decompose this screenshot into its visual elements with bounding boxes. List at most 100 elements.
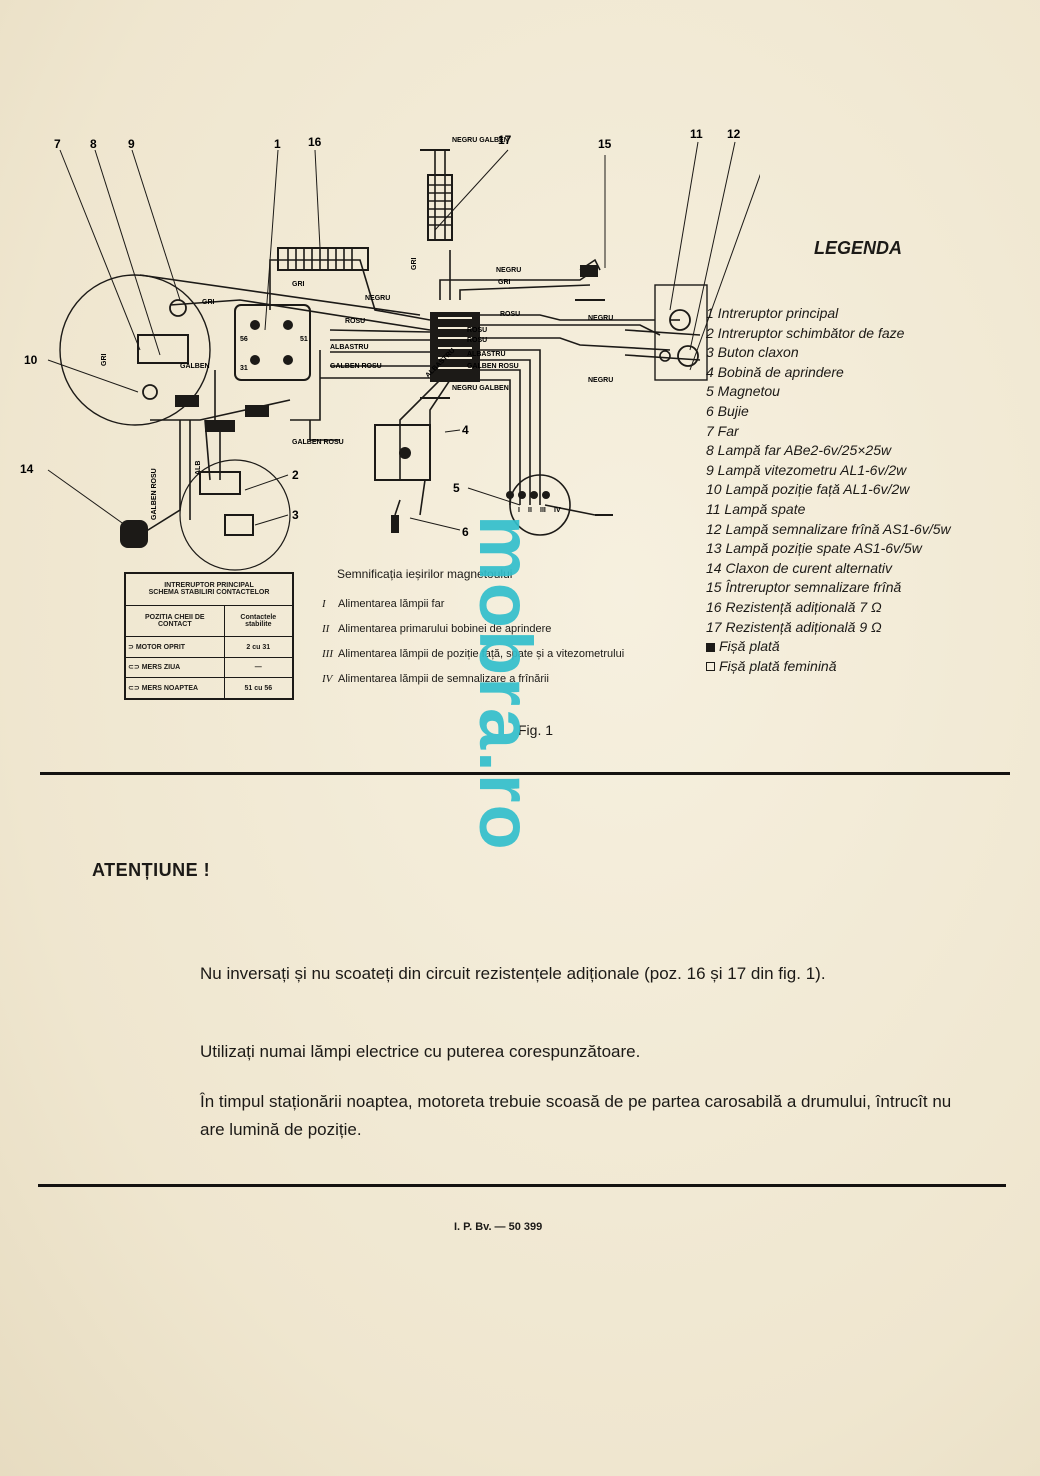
diagram-number: 1: [274, 137, 281, 151]
legend-item: 12 Lampă semnalizare frînă AS1-6v/5w: [706, 520, 951, 537]
diagram-number: 2: [292, 468, 299, 482]
magnetou-list: I Alimentarea lămpii far II Alimentarea pr…: [322, 592, 624, 692]
legend-item: 9 Lampă vitezometru AL1-6v/2w: [706, 461, 907, 478]
diagram-number: 8: [90, 137, 97, 151]
watermark-logo: mobra.ro: [464, 515, 547, 852]
wire-label: GALBEN ROSU: [330, 363, 382, 370]
warning-paragraph-1: Nu inversați și nu scoateți din circuit …: [200, 964, 826, 983]
wire-label: GRI: [101, 354, 108, 367]
legend-list: 1 Intreruptor principal 2 Intreruptor sc…: [706, 304, 1036, 676]
legend-title: LEGENDA: [814, 238, 903, 258]
empty-square-icon: [706, 662, 715, 672]
magnetou-text: Alimentarea lămpii de semnalizare a frîn…: [338, 673, 549, 685]
legend-item: 15 Întreruptor semnalizare frînă: [706, 579, 902, 596]
legend-item: 8 Lampă far ABe2-6v/25×25w: [706, 442, 892, 459]
wire-label: GALBEN ROSU: [467, 363, 519, 370]
diagram-number-labels: 7 8 9 1 16 17 15 11 12 13 10 14 2 3 4 5 …: [20, 127, 741, 539]
legend-item: 17 Rezistență adițională 9 Ω: [706, 618, 882, 635]
contact-table-col: POZITIA CHEII DE CONTACT: [124, 604, 225, 638]
wire-label: GRI: [292, 281, 305, 288]
magnetou-roman: IV: [322, 673, 333, 685]
legend-item-label: Fișă plată feminină: [719, 657, 837, 674]
legend-item: 13 Lampă poziție spate AS1-6v/5w: [706, 540, 922, 557]
filled-square-icon: [706, 642, 715, 652]
diagram-number: 9: [128, 137, 135, 151]
contact-table-title-line: SCHEMA STABILIRI CONTACTELOR: [148, 589, 270, 597]
diagram-components: [120, 149, 699, 548]
magnetou-roman: I: [322, 598, 326, 610]
wire-label: NEGRU GALBEN: [452, 385, 509, 392]
magnetou-item: I Alimentarea lămpii far: [322, 592, 624, 617]
legend-item: 1 Intreruptor principal: [706, 305, 839, 321]
magnetou-item: IV Alimentarea lămpii de semnalizare a fr…: [322, 667, 624, 692]
diagram-number: 16: [308, 135, 322, 149]
wire-label: 56: [240, 336, 248, 343]
magnetou-text: Alimentarea lămpii far: [338, 598, 445, 610]
key-icon: ⊂⊃: [128, 685, 142, 693]
magnetou-text: Alimentarea lămpii de poziție față, spat…: [338, 648, 625, 660]
wiring-diagram: 7 8 9 1 16 17 15 11 12 13 10 14 2 3 4 5 …: [20, 127, 760, 571]
legend-item: 5 Magnetou: [706, 383, 780, 400]
legend-item: 10 Lampă poziție față AL1-6v/2w: [706, 481, 910, 498]
legend-item: 2 Intreruptor schimbător de faze: [706, 324, 905, 341]
figure-label: Fig. 1: [518, 722, 554, 738]
wire-label: ALBASTRU: [330, 344, 369, 351]
contact-table-title-line: INTRERUPTOR PRINCIPAL: [164, 582, 254, 590]
legend-item: 14 Claxon de curent alternativ: [706, 559, 892, 576]
wire-label: ROSU: [467, 327, 487, 334]
diagram-number: 11: [690, 127, 703, 141]
wire-label: I: [518, 507, 520, 514]
legend-item: 16 Rezistență adițională 7 Ω: [706, 598, 882, 615]
print-code: I. P. Bv. — 50 399: [454, 1221, 543, 1233]
wire-label: GRI: [411, 258, 418, 271]
magnetou-text: Alimentarea primarului bobinei de aprind…: [338, 623, 552, 635]
contact-table-title: INTRERUPTOR PRINCIPAL SCHEMA STABILIRI C…: [124, 572, 294, 606]
diagram-number: 10: [24, 353, 38, 367]
key-icon: ⊃: [128, 644, 136, 652]
wire-label: GALBEN ROSU: [292, 439, 344, 446]
divider-top: [40, 772, 1010, 775]
table-cell: —: [223, 656, 294, 679]
table-row: ⊃ MOTOR OPRIT 2 cu 31: [124, 636, 294, 658]
table-row: ⊂⊃ MERS NOAPTEA 51 cu 56: [124, 677, 294, 700]
contact-table-col: Contactele stabilite: [223, 604, 294, 638]
magnetou-item: II Alimentarea primarului bobinei de apri…: [322, 617, 624, 642]
warning-title: ATENȚIUNE !: [92, 860, 211, 880]
wire-label: ALB: [195, 461, 202, 475]
diagram-number: 6: [462, 525, 469, 539]
diagram-number: 15: [598, 137, 612, 151]
legend-item-label: Fișă plată: [719, 638, 780, 655]
wire-label: GALBEN: [180, 363, 210, 370]
wire-label: ROSU: [467, 337, 487, 344]
table-cell: 51 cu 56: [223, 677, 294, 700]
diagram-wire-labels: NEGRU GALBEN GRI GRI GRI GRI NEGRU NEGRU…: [101, 137, 613, 520]
magnetou-roman: II: [322, 623, 330, 635]
wire-label: NEGRU: [588, 315, 613, 322]
warning-paragraph-2: Utilizați numai lămpi electrice cu puter…: [200, 1042, 641, 1061]
legend-item: 3 Buton claxon: [706, 344, 799, 361]
wire-label: 31: [240, 365, 248, 372]
diagram-number: 17: [498, 133, 512, 147]
legend-item-female-plug: Fișă plată feminină: [706, 657, 1036, 677]
table-row: ⊂⊃ MERS ZIUA —: [124, 656, 294, 679]
legend-item: 11 Lampă spate: [706, 500, 806, 517]
table-cell: 2 cu 31: [223, 636, 294, 658]
diagram-number: 14: [20, 462, 34, 476]
magnetou-title: Semnificația ieșirilor magnetoului: [337, 567, 513, 581]
contact-table: INTRERUPTOR PRINCIPAL SCHEMA STABILIRI C…: [124, 572, 294, 700]
key-icon: ⊂⊃: [128, 664, 142, 672]
diagram-number: 5: [453, 481, 460, 495]
table-cell: MERS NOAPTEA: [141, 685, 199, 693]
wire-label: NEGRU GALBEN: [452, 137, 509, 144]
legend-item: 7 Far: [706, 422, 739, 439]
diagram-number: 12: [727, 127, 741, 141]
diagram-number: 7: [54, 137, 61, 151]
legend-item: 6 Bujie: [706, 402, 749, 419]
diagram-number: 4: [462, 423, 469, 437]
wire-label: NEGRU: [496, 267, 521, 274]
wire-label: NEGRU: [365, 295, 390, 302]
wire-label: GRI: [498, 279, 511, 286]
wire-label: 51: [300, 336, 308, 343]
